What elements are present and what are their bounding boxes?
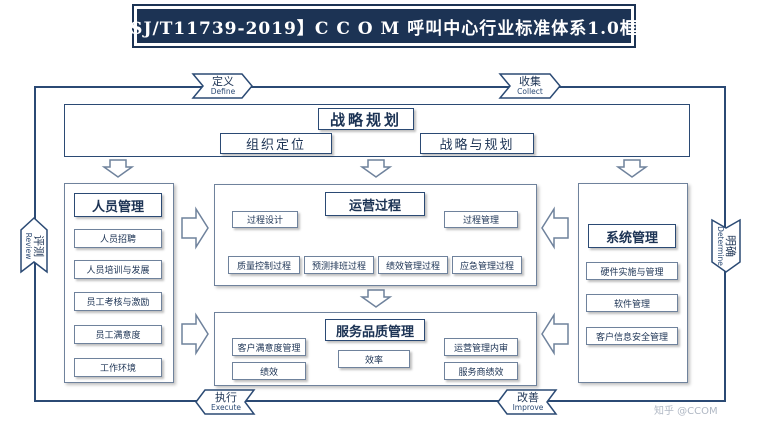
- right-arrow-upper: [181, 206, 209, 250]
- cycle-define: 定义 Define: [200, 74, 246, 98]
- personnel-item-satisfaction: 员工满意度: [74, 325, 162, 344]
- define-label-en: Define: [210, 86, 236, 96]
- down-arrow-left: [101, 159, 135, 178]
- down-arrow-center: [359, 159, 393, 178]
- strategy-header: 战略规划: [318, 108, 414, 130]
- review-label-zh: 评测: [31, 235, 45, 257]
- collect-label-zh: 收集: [519, 75, 541, 89]
- operations-item-performance: 绩效管理过程: [378, 256, 448, 274]
- down-arrow-right: [615, 159, 649, 178]
- cycle-collect: 收集 Collect: [507, 74, 553, 98]
- improve-label-zh: 改善: [517, 391, 539, 405]
- strategy-item-positioning: 组织定位: [220, 133, 332, 154]
- execute-label-zh: 执行: [215, 391, 237, 405]
- strategy-item-planning: 战略与规划: [420, 133, 534, 154]
- operations-item-forecast: 预测排班过程: [304, 256, 374, 274]
- determine-label-zh: 明确: [723, 235, 737, 257]
- watermark: 知乎 @CCOM: [654, 406, 718, 417]
- review-arrow-shape: [20, 216, 48, 274]
- operations-item-quality: 质量控制过程: [228, 256, 300, 274]
- systems-header: 系统管理: [588, 224, 676, 248]
- cycle-review: 评测 Review: [21, 222, 47, 270]
- cycle-improve: 改善 Improve: [505, 390, 551, 414]
- improve-label-en: Improve: [512, 402, 544, 412]
- personnel-item-training: 人员培训与发展: [74, 260, 162, 279]
- left-arrow-lower: [541, 312, 569, 356]
- personnel-header: 人员管理: [74, 193, 162, 217]
- operations-design: 过程设计: [232, 211, 298, 228]
- left-arrow-upper: [541, 206, 569, 250]
- title-banner: 【SJ/T11739-2019】C C O M 呼叫中心行业标准体系1.0框架: [112, 4, 655, 48]
- define-arrow-shape: [191, 73, 253, 99]
- systems-item-security: 客户信息安全管理: [586, 327, 678, 345]
- systems-panel: [578, 183, 688, 383]
- execute-arrow-shape: [195, 389, 256, 415]
- page-title: 【SJ/T11739-2019】C C O M 呼叫中心行业标准体系1.0框架: [112, 9, 655, 43]
- service-item-kpi: 绩效: [232, 362, 306, 380]
- operations-header: 运营过程: [325, 192, 425, 216]
- service-item-satisfaction: 客户满意度管理: [232, 338, 306, 356]
- right-arrow-lower: [181, 312, 209, 356]
- collect-arrow-shape: [498, 73, 561, 99]
- operations-management: 过程管理: [444, 211, 518, 228]
- personnel-item-recruiting: 人员招聘: [74, 229, 162, 248]
- operations-item-emergency: 应急管理过程: [452, 256, 522, 274]
- personnel-item-environment: 工作环境: [74, 358, 162, 377]
- service-quality-header: 服务品质管理: [325, 319, 425, 341]
- systems-item-hardware: 硬件实施与管理: [586, 262, 678, 280]
- collect-label-en: Collect: [517, 86, 543, 96]
- service-item-efficiency: 效率: [338, 350, 410, 368]
- cycle-execute: 执行 Execute: [203, 390, 249, 414]
- review-label-en: Review: [24, 232, 34, 260]
- personnel-item-assessment: 员工考核与激励: [74, 292, 162, 311]
- cycle-determine: 明确 Determine: [713, 222, 739, 270]
- systems-item-software: 软件管理: [586, 294, 678, 312]
- determine-label-en: Determine: [716, 226, 726, 266]
- down-arrow-ops-to-service: [359, 289, 393, 308]
- service-item-audit: 运营管理内审: [444, 338, 518, 356]
- determine-arrow-shape: [711, 218, 741, 273]
- service-item-vendor: 服务商绩效: [444, 362, 518, 380]
- improve-arrow-shape: [497, 389, 558, 415]
- execute-label-en: Execute: [211, 402, 241, 412]
- define-label-zh: 定义: [212, 75, 234, 89]
